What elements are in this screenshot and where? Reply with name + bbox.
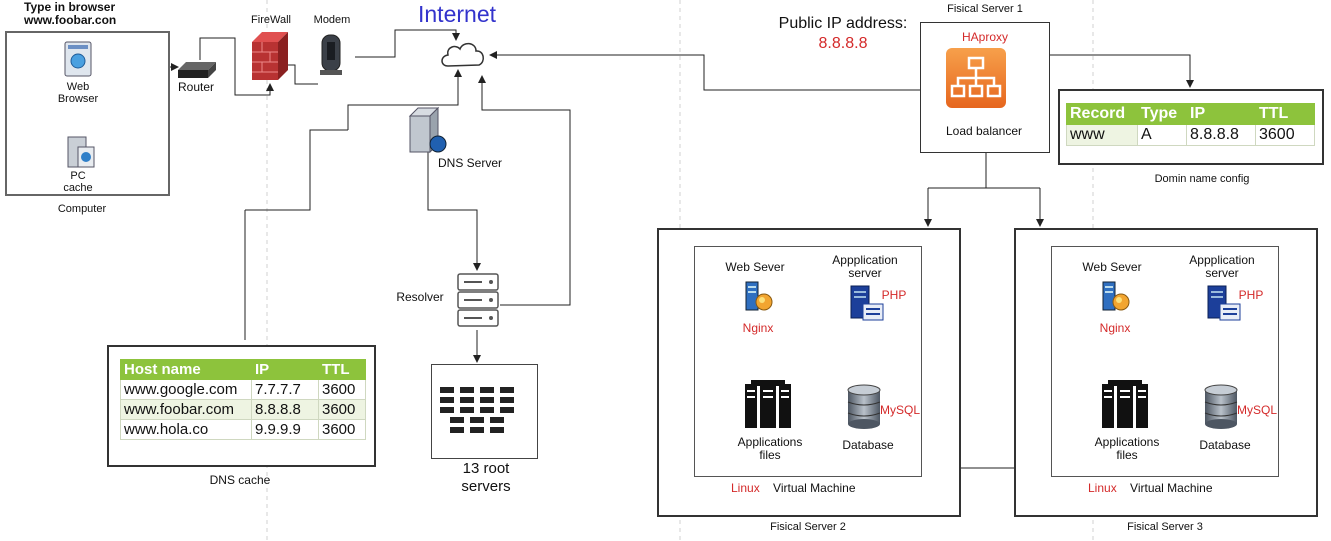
server2-nginx-label: Nginx xyxy=(742,321,774,335)
table-cell: 9.9.9.9 xyxy=(251,419,319,440)
server3-linux-label: Linux xyxy=(1088,481,1117,495)
router-label: Router xyxy=(177,80,215,94)
server3-vm-label: Virtual Machine xyxy=(1130,481,1213,495)
haproxy-label: HAproxy xyxy=(961,30,1008,44)
root-servers-box xyxy=(431,364,538,459)
server2-vm-label: Virtual Machine xyxy=(773,481,856,495)
domain-config-box: Record Type IP TTL www A 8.8.8.8 3600 xyxy=(1058,89,1324,165)
server3-db-label: Database xyxy=(1199,438,1251,452)
table-row: www A 8.8.8.8 3600 xyxy=(1066,124,1315,146)
table-cell: 3600 xyxy=(318,399,366,420)
server3-mysql-label: MySQL xyxy=(1237,403,1278,417)
server2-vm-caption: Linux Virtual Machine xyxy=(731,481,856,495)
dns-server-icon xyxy=(408,106,448,161)
internet-cloud-icon xyxy=(438,38,488,75)
domain-config-table: Record Type IP TTL www A 8.8.8.8 3600 xyxy=(1066,103,1315,146)
table-cell: www.foobar.com xyxy=(120,399,252,420)
server2-web-label: Web Sever xyxy=(725,260,785,274)
table-cell: www.google.com xyxy=(120,379,252,400)
resolver-icon xyxy=(456,272,500,333)
app-server-icon xyxy=(849,284,885,327)
table-cell: 3600 xyxy=(318,419,366,440)
dns-cache-header: Host name xyxy=(120,359,252,380)
computer-label: Computer xyxy=(57,203,107,215)
resolver-label: Resolver xyxy=(396,290,444,304)
type-in-browser-label: Type in browser xyxy=(24,0,116,14)
server2-mysql-label: MySQL xyxy=(880,403,921,417)
server3-php-label: PHP xyxy=(1238,288,1264,302)
load-balancer-label: Load balancer xyxy=(945,124,1023,138)
server3-app-label: Appplication server xyxy=(1189,253,1255,280)
dns-server-label: DNS Server xyxy=(437,156,502,170)
domain-config-header: Type xyxy=(1137,103,1187,125)
domain-config-caption: Domin name config xyxy=(1154,173,1250,185)
server2-title: Fisical Server 2 xyxy=(770,521,846,533)
server3-files-label: Applications files xyxy=(1094,435,1160,462)
dns-cache-header: TTL xyxy=(318,359,366,380)
domain-config-header: TTL xyxy=(1255,103,1315,125)
firewall-icon xyxy=(250,30,290,87)
table-cell: 7.7.7.7 xyxy=(251,379,319,400)
table-cell: 3600 xyxy=(1255,124,1315,146)
web-server-icon xyxy=(1099,280,1131,319)
app-files-icon xyxy=(1100,378,1150,435)
server3-vm-caption: Linux Virtual Machine xyxy=(1088,481,1213,495)
public-ip: Public IP address: 8.8.8.8 xyxy=(770,14,916,54)
server1-title: Fisical Server 1 xyxy=(947,3,1023,15)
load-balancer-icon xyxy=(946,48,1006,113)
modem-label: Modem xyxy=(313,14,351,26)
table-cell: A xyxy=(1137,124,1187,146)
dns-cache-header: IP xyxy=(251,359,319,380)
server3-nginx-label: Nginx xyxy=(1099,321,1131,335)
server3-web-label: Web Sever xyxy=(1082,260,1142,274)
table-cell: www xyxy=(1066,124,1138,146)
table-cell: 3600 xyxy=(318,379,366,400)
server2-vm-box xyxy=(694,246,922,477)
server2-db-label: Database xyxy=(842,438,894,452)
web-server-icon xyxy=(742,280,774,319)
root-servers-label: 13 root servers xyxy=(461,460,511,495)
internet-label: Internet xyxy=(418,1,496,27)
dns-cache-caption: DNS cache xyxy=(209,473,271,487)
firewall-label: FireWall xyxy=(251,14,291,26)
public-ip-label: Public IP address: xyxy=(778,15,908,32)
router-icon xyxy=(176,58,218,85)
table-cell: 8.8.8.8 xyxy=(251,399,319,420)
server3-title: Fisical Server 3 xyxy=(1127,521,1203,533)
server3-vm-box xyxy=(1051,246,1279,477)
table-cell: 8.8.8.8 xyxy=(1186,124,1256,146)
server2-php-label: PHP xyxy=(881,288,907,302)
pc-cache-label: PC cache xyxy=(63,170,93,194)
app-files-icon xyxy=(743,378,793,435)
public-ip-value: 8.8.8.8 xyxy=(818,35,868,52)
app-server-icon xyxy=(1206,284,1242,327)
domain-config-header: Record xyxy=(1066,103,1138,125)
browser-instruction: Type in browser www.foobar.con xyxy=(24,1,116,27)
modem-icon xyxy=(318,34,344,81)
browser-icon xyxy=(64,41,92,82)
web-browser-label: Web Browser xyxy=(57,81,99,105)
database-icon xyxy=(846,384,882,435)
server2-files-label: Applications files xyxy=(737,435,803,462)
typed-domain: www.foobar.con xyxy=(24,13,117,27)
domain-config-header: IP xyxy=(1186,103,1256,125)
table-cell: www.hola.co xyxy=(120,419,252,440)
server2-app-label: Appplication server xyxy=(832,253,898,280)
pc-cache-icon xyxy=(66,135,96,174)
server2-linux-label: Linux xyxy=(731,481,760,495)
root-servers-icon xyxy=(440,387,514,433)
database-icon xyxy=(1203,384,1239,435)
